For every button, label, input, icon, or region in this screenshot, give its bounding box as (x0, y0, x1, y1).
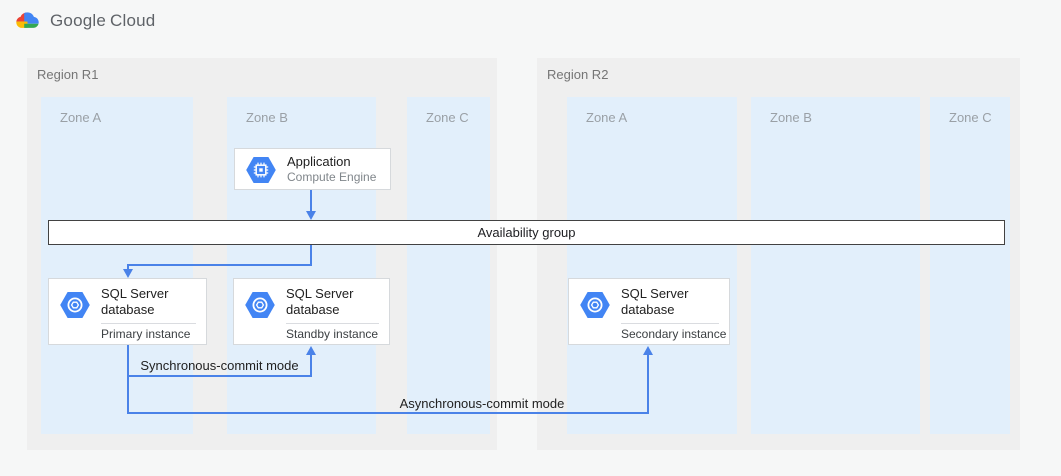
zone-label: Zone B (246, 110, 288, 125)
logo-word-google: Google (50, 11, 107, 30)
availability-group-label: Availability group (477, 225, 576, 240)
connector-app-to-bar (310, 190, 312, 213)
connector-async-up (647, 353, 649, 414)
application-subtitle: Compute Engine (287, 170, 377, 184)
sql-secondary-node: SQL Server database Secondary instance (568, 278, 730, 345)
sql-standby-instance-label: Standby instance (286, 327, 379, 341)
sql-primary-node: SQL Server database Primary instance (48, 278, 207, 345)
region-r2-zone-c: Zone C (930, 97, 1010, 434)
connector-sync (127, 375, 312, 377)
connector-primary-down (127, 345, 129, 414)
application-node: Application Compute Engine (234, 148, 391, 190)
connector-bar-drop (310, 245, 312, 266)
connector-sync-up (310, 353, 312, 377)
region-r2-label: Region R2 (547, 67, 609, 82)
divider (621, 323, 719, 324)
logo-word-cloud: Cloud (110, 11, 156, 30)
region-r2-zone-a: Zone A (567, 97, 737, 434)
compute-engine-icon (245, 156, 277, 189)
google-cloud-icon (14, 10, 41, 32)
region-r1-label: Region R1 (37, 67, 99, 82)
zone-label: Zone A (586, 110, 628, 125)
sql-secondary-instance-label: Secondary instance (621, 327, 727, 341)
sql-standby-node: SQL Server database Standby instance (233, 278, 390, 345)
divider (101, 323, 196, 324)
arrowhead-down-icon (306, 211, 316, 220)
divider (286, 323, 379, 324)
region-r1-zone-c: Zone C (407, 97, 490, 434)
sql-primary-instance-label: Primary instance (101, 327, 191, 341)
sync-commit-label: Synchronous-commit mode (140, 358, 299, 373)
connector-primary-stub (127, 264, 129, 271)
cloud-sql-icon (579, 291, 611, 324)
arrowhead-up-icon (306, 346, 316, 355)
arrowhead-down-icon (123, 269, 133, 278)
async-commit-label: Asynchronous-commit mode (399, 396, 565, 411)
zone-label: Zone C (426, 110, 469, 125)
zone-label: Zone A (60, 110, 102, 125)
zone-label: Zone C (949, 110, 992, 125)
cloud-sql-icon (59, 291, 91, 324)
zone-label: Zone B (770, 110, 812, 125)
availability-group-bar: Availability group (48, 220, 1005, 245)
sql-primary-title: SQL Server database (101, 286, 169, 317)
sql-secondary-title: SQL Server database (621, 286, 689, 317)
sql-standby-title: SQL Server database (286, 286, 354, 317)
application-title: Application (287, 154, 351, 169)
region-r2-zone-b: Zone B (751, 97, 920, 434)
cloud-sql-icon (244, 291, 276, 324)
arrowhead-up-icon (643, 346, 653, 355)
connector-bar-to-primary (127, 264, 312, 266)
connector-async (127, 412, 649, 414)
